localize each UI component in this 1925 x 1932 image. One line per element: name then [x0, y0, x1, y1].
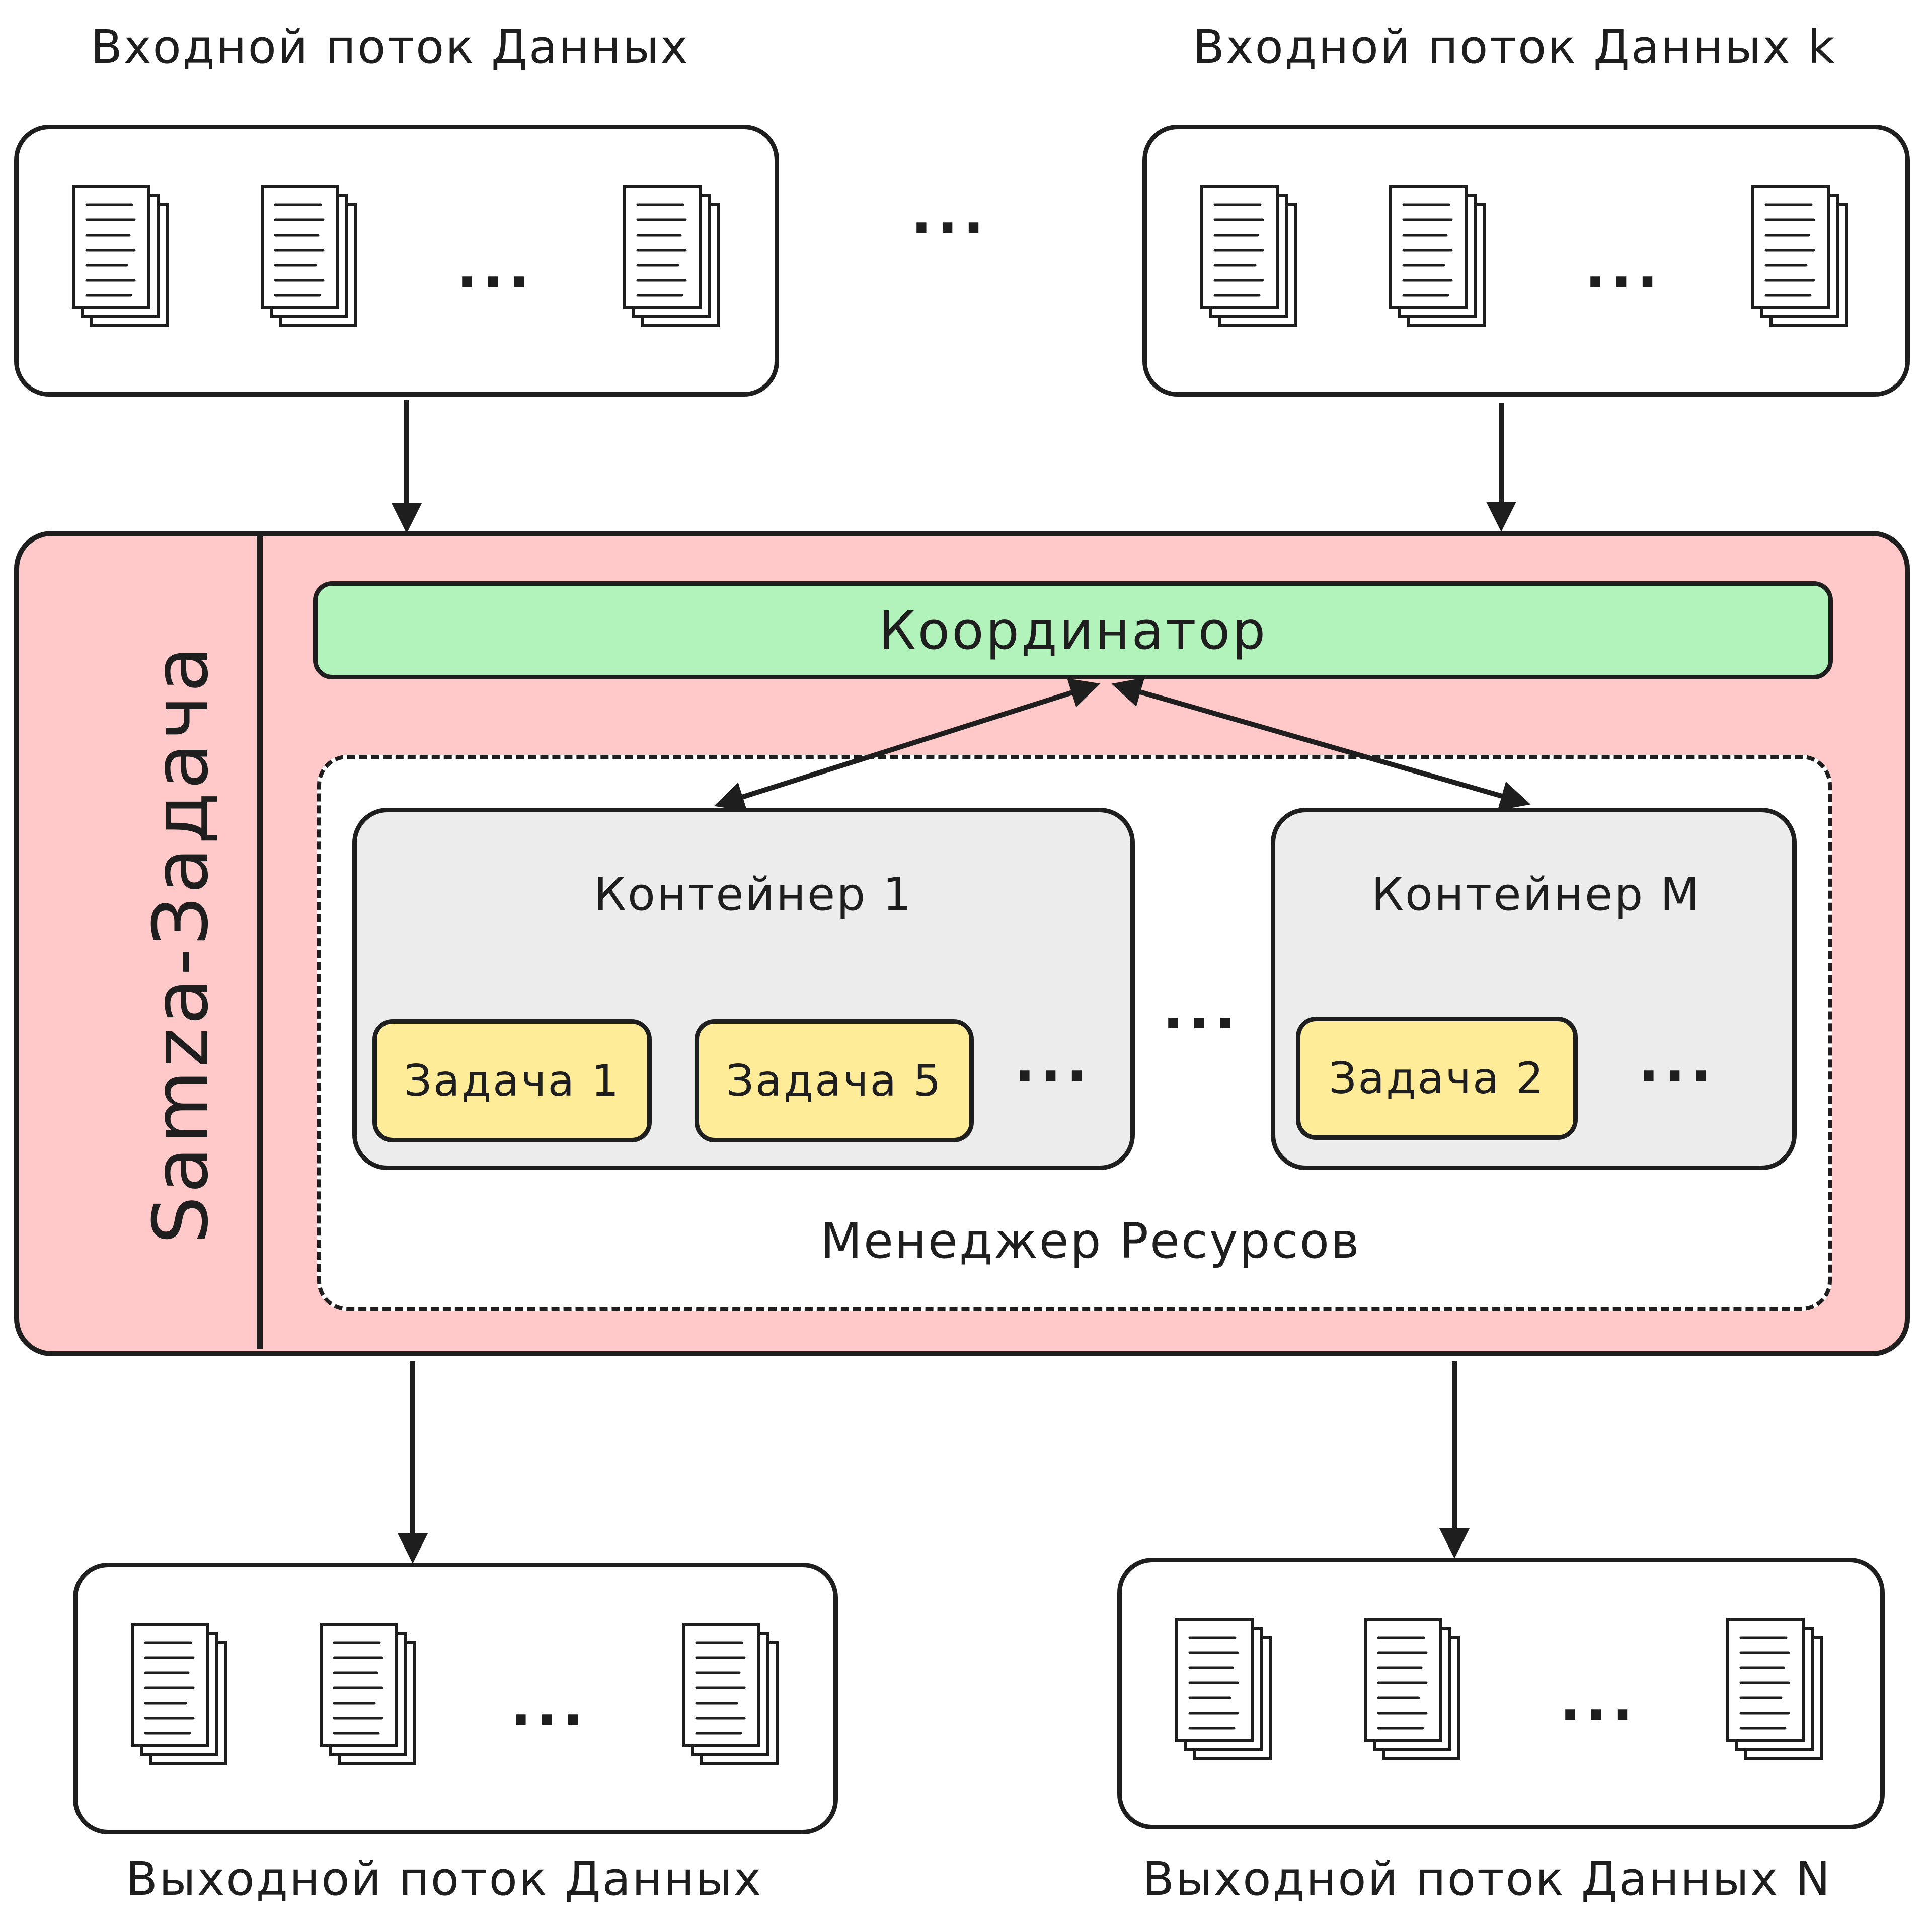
task-5-label: Задача 5 [726, 1055, 943, 1106]
samza-job-divider [257, 533, 263, 1349]
resource-manager-label: Менеджер Ресурсов [820, 1213, 1361, 1269]
coordinator-box: Координатор [313, 581, 1833, 679]
input-streams-between-ellipsis: ... [911, 182, 989, 246]
double-arrow-icon [1111, 677, 1531, 811]
double-arrow-icon [714, 678, 1101, 812]
task-2-label: Задача 2 [1329, 1053, 1545, 1104]
input-stream-1-ellipsis: ... [456, 236, 535, 300]
output-stream-1-box: ... [73, 1563, 838, 1834]
task-1-box: Задача 1 [372, 1019, 652, 1142]
output-stream-n-label: Выходной поток Данных N [1142, 1852, 1832, 1906]
containers-ellipsis: ... [1163, 977, 1241, 1041]
output-stream-1-ellipsis: ... [510, 1673, 589, 1738]
container-1-tasks-ellipsis: ... [1014, 1030, 1093, 1094]
task-1-label: Задача 1 [404, 1055, 621, 1106]
task-2-box: Задача 2 [1296, 1017, 1578, 1140]
output-stream-1-label: Выходной поток Данных [126, 1852, 763, 1906]
container-1-title: Контейнер 1 [594, 868, 913, 921]
input-stream-k-label: Входной поток Данных k [1193, 20, 1836, 74]
output-stream-n-box: ... [1117, 1558, 1885, 1829]
input-stream-k-box: ... [1142, 125, 1910, 397]
container-m-title: Контейнер M [1371, 868, 1701, 921]
input-stream-1-box: ... [14, 125, 779, 397]
task-5-box: Задача 5 [695, 1019, 974, 1142]
input-stream-1-label: Входной поток Данных [91, 20, 689, 74]
output-stream-n-ellipsis: ... [1560, 1668, 1638, 1733]
container-m-tasks-ellipsis: ... [1638, 1030, 1717, 1094]
input-stream-k-ellipsis: ... [1585, 236, 1663, 300]
coordinator-label: Координатор [878, 599, 1268, 661]
